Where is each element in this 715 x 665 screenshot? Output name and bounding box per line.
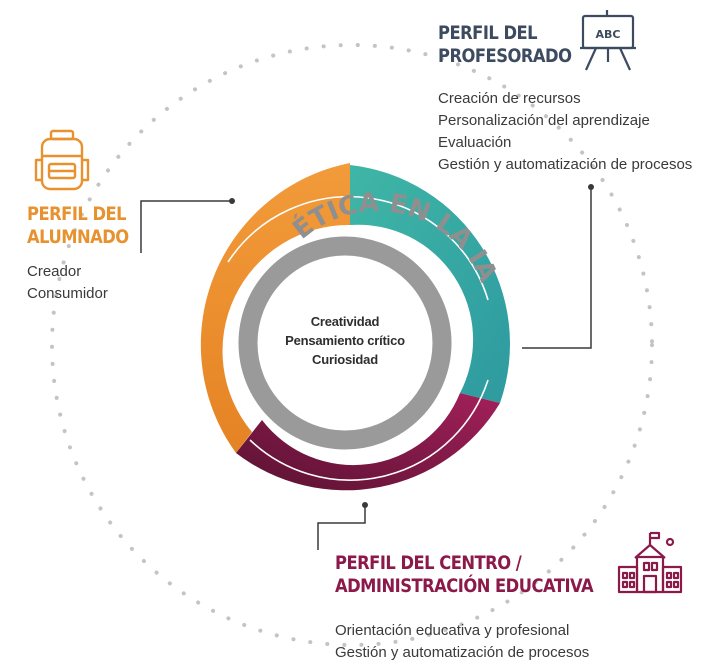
- presentation-board-text: ABC: [596, 28, 621, 41]
- profesorado-item: Creación de recursos: [438, 90, 581, 107]
- profesorado-title: PERFIL DEL PROFESORADO: [438, 22, 572, 68]
- connector-dot-alumnado: [229, 198, 235, 204]
- core-value-pensamiento-critico: Pensamiento crítico: [285, 333, 405, 348]
- connector-profesorado: [522, 187, 592, 349]
- profesorado-items: Creación de recursos Personalización del…: [438, 88, 692, 176]
- centro-item: Orientación educativa y profesional: [335, 622, 570, 639]
- outer-dotted-ring: [50, 43, 654, 647]
- profesorado-title-line-2: PROFESORADO: [438, 45, 572, 67]
- school-building-icon: [617, 531, 683, 594]
- connector-dot-centro: [362, 502, 368, 508]
- alumnado-title: PERFIL DEL ALUMNADO: [27, 203, 129, 249]
- profesorado-item: Gestión y automatización de procesos: [438, 156, 693, 173]
- core-value-curiosidad: Curiosidad: [312, 352, 378, 367]
- centro-title-line-1: PERFIL DEL CENTRO /: [335, 552, 522, 574]
- accent-arc-bottom: [249, 379, 489, 481]
- profesorado-segment: [350, 165, 510, 403]
- alumnado-items: Creador Consumidor: [27, 261, 108, 305]
- alumnado-title-line-1: PERFIL DEL: [27, 203, 127, 225]
- centro-title: PERFIL DEL CENTRO / ADMINISTRACIÓN EDUCA…: [335, 552, 594, 598]
- centro-segment: [236, 393, 500, 491]
- connector-alumnado: [140, 200, 232, 253]
- alumnado-title-line-2: ALUMNADO: [27, 226, 129, 248]
- alumnado-segment: [200, 163, 350, 453]
- profesorado-item: Evaluación: [438, 134, 512, 151]
- connector-centro: [317, 505, 366, 550]
- alumnado-item: Creador: [27, 263, 82, 280]
- core-values: Creatividad Pensamiento crítico Curiosid…: [262, 312, 428, 369]
- profesorado-title-line-1: PERFIL DEL: [438, 22, 538, 44]
- core-value-creatividad: Creatividad: [310, 314, 380, 329]
- centro-title-line-2: ADMINISTRACIÓN EDUCATIVA: [335, 575, 594, 597]
- accent-arc-top: [227, 195, 489, 301]
- centro-items: Orientación educativa y profesional Gest…: [335, 620, 589, 664]
- alumnado-item: Consumidor: [27, 285, 108, 302]
- profesorado-item: Personalización del aprendizaje: [438, 112, 650, 129]
- centro-item: Gestión y automatización de procesos: [335, 644, 590, 661]
- backpack-icon: [34, 129, 90, 191]
- connector-dot-profesorado: [588, 184, 594, 190]
- ethics-ring: [238, 236, 452, 450]
- presentation-board-icon: [580, 10, 636, 71]
